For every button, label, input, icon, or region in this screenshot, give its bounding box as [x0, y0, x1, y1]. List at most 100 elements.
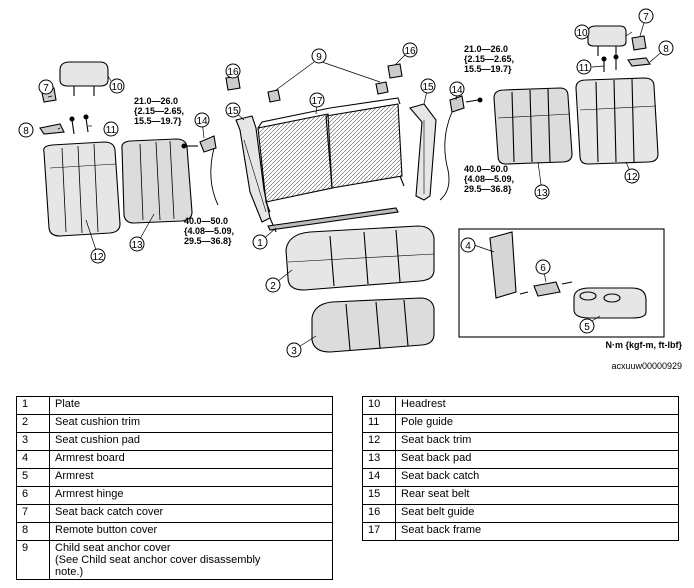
- right-belt-guide: [387, 63, 403, 79]
- callout-marker: 2: [265, 277, 281, 293]
- part-name: Armrest board: [49, 450, 333, 469]
- svg-text:3: 3: [291, 346, 297, 357]
- svg-text:8: 8: [23, 126, 29, 137]
- part-name: Seat back catch: [395, 468, 679, 487]
- svg-text:8: 8: [663, 44, 669, 55]
- armrest-inset: [458, 228, 665, 338]
- callout-marker: 3: [286, 342, 302, 358]
- svg-text:14: 14: [451, 85, 463, 96]
- part-number: 16: [362, 504, 396, 523]
- left-seat-back-trim: [43, 141, 121, 237]
- svg-text:12: 12: [92, 252, 104, 263]
- left-pole-guides: [69, 114, 89, 135]
- part-number: 12: [362, 432, 396, 451]
- svg-text:10: 10: [111, 82, 123, 93]
- callout-marker: 16: [402, 42, 418, 58]
- svg-text:11: 11: [579, 63, 590, 74]
- part-name: Plate: [49, 396, 333, 415]
- part-name-line: Child seat anchor cover: [55, 542, 171, 554]
- svg-text:2: 2: [270, 281, 276, 292]
- callout-marker: 13: [129, 236, 145, 252]
- part-number: 4: [16, 450, 50, 469]
- svg-text:9: 9: [316, 52, 322, 63]
- svg-text:16: 16: [404, 46, 416, 57]
- torque-specs: 21.0—26.0 {2.15—2.65, 15.5—19.7} 40.0—50…: [134, 44, 517, 246]
- part-number: 5: [16, 468, 50, 487]
- part-name: Seat cushion trim: [49, 414, 333, 433]
- callout-marker: 8: [658, 40, 674, 56]
- callout-marker: 14: [194, 112, 210, 128]
- part-number: 3: [16, 432, 50, 451]
- disassembly-note-link[interactable]: (See Child seat anchor cover disassembly: [55, 554, 261, 566]
- exploded-view-diagram: 10 7 8 11 12 13 14 15 16 17 9 1 2 3 16 1…: [18, 8, 674, 358]
- left-seat-back-pad: [121, 138, 193, 224]
- svg-text:7: 7: [643, 12, 649, 23]
- callout-marker: 15: [420, 78, 436, 94]
- part-number: 2: [16, 414, 50, 433]
- svg-text:4: 4: [465, 241, 471, 252]
- right-catch-cover: [631, 35, 647, 51]
- callout-marker: 13: [534, 184, 550, 200]
- torque-spec-right-upper: 21.0—26.0 {2.15—2.65, 15.5—19.7}: [464, 44, 517, 74]
- part-name: Remote button cover: [49, 522, 333, 541]
- right-seat-back-pad: [493, 87, 573, 165]
- part-name: Seat back pad: [395, 450, 679, 469]
- table-row: 9 Child seat anchor cover (See Child sea…: [16, 540, 333, 580]
- svg-text:15: 15: [227, 106, 239, 117]
- callout-marker: 15: [225, 102, 241, 118]
- part-number: 17: [362, 522, 396, 541]
- part-name: Pole guide: [395, 414, 679, 433]
- right-remote-button-cover: [627, 57, 651, 67]
- svg-text:7: 7: [43, 83, 49, 94]
- right-rear-seat-belt: [409, 103, 437, 201]
- part-number: 13: [362, 450, 396, 469]
- svg-text:13: 13: [131, 240, 143, 251]
- left-headrest: [59, 61, 109, 96]
- callout-marker: 8: [18, 122, 34, 138]
- callout-marker: 10: [109, 78, 125, 94]
- part-name: Armrest hinge: [49, 486, 333, 505]
- seat-cushion-trim: [285, 225, 435, 291]
- callout-markers: 10 7 8 11 12 13 14 15 16 17 9 1 2 3 16 1…: [18, 8, 674, 358]
- callout-marker: 6: [535, 259, 551, 275]
- svg-text:17: 17: [311, 96, 323, 107]
- left-seat-back-catch: [181, 135, 219, 206]
- part-name: Seat belt guide: [395, 504, 679, 523]
- part-number: 1: [16, 396, 50, 415]
- part-number: 7: [16, 504, 50, 523]
- plate: [267, 207, 399, 231]
- part-number: 8: [16, 522, 50, 541]
- callout-marker: 7: [38, 79, 54, 95]
- svg-text:12: 12: [626, 172, 638, 183]
- part-name: Seat back frame: [395, 522, 679, 541]
- right-headrest: [587, 25, 627, 56]
- callout-marker: 12: [90, 248, 106, 264]
- callout-marker: 5: [579, 318, 595, 334]
- part-name: Armrest: [49, 468, 333, 487]
- svg-text:16: 16: [227, 67, 239, 78]
- right-pole-guides: [601, 54, 619, 72]
- callout-marker: 17: [309, 92, 325, 108]
- part-name: Headrest: [395, 396, 679, 415]
- svg-text:14: 14: [196, 116, 208, 127]
- callout-marker: 7: [638, 8, 654, 24]
- right-seat-back-catch: [439, 95, 483, 201]
- svg-text:5: 5: [584, 322, 590, 333]
- figure-id: acxuuw00000929: [611, 361, 682, 371]
- part-number: 6: [16, 486, 50, 505]
- callout-marker: 16: [225, 63, 241, 79]
- part-name: Child seat anchor cover (See Child seat …: [49, 540, 333, 580]
- part-number: 10: [362, 396, 396, 415]
